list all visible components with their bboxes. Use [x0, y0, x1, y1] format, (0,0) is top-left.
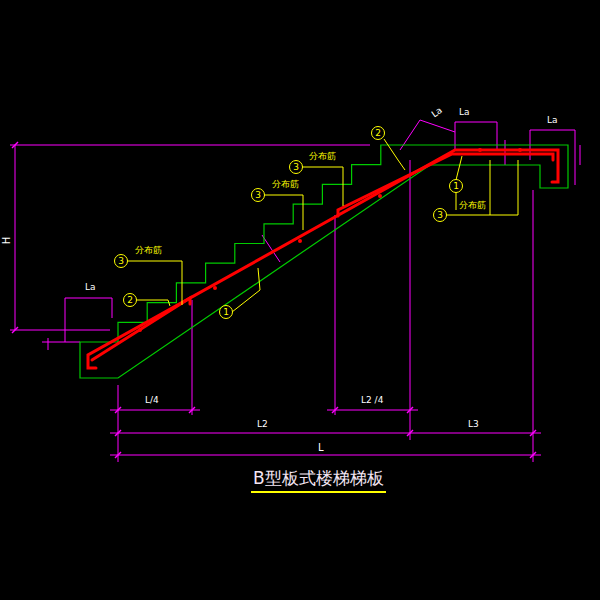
- callout-circle: 2: [371, 126, 385, 140]
- title-text: B型板式楼梯梯板: [253, 468, 384, 488]
- callout-circle: 3: [114, 254, 128, 268]
- callout-number: 3: [293, 163, 299, 172]
- rebar-note: 分布筋: [308, 152, 337, 162]
- dimension-label: La: [429, 105, 445, 120]
- callout-number: 3: [118, 257, 124, 266]
- callout-number: 1: [453, 182, 459, 191]
- dimension-label: L: [317, 442, 325, 453]
- dimension-label: La: [458, 108, 471, 118]
- callout-circle: 3: [289, 160, 303, 174]
- callout-number: 1: [223, 308, 229, 317]
- dimension-label: La: [84, 283, 97, 293]
- drawing-title: B型板式楼梯梯板: [251, 467, 386, 493]
- dimension-label: La: [546, 116, 559, 126]
- dimension-label: L2: [256, 420, 269, 430]
- callout-circle: 2: [123, 293, 137, 307]
- dimension-label: L/4: [144, 396, 160, 406]
- callout-number: 2: [375, 129, 381, 138]
- callout-number: 3: [255, 191, 261, 200]
- callout-circle: 1: [219, 305, 233, 319]
- callout-circle: 3: [251, 188, 265, 202]
- rebar-note: 分布筋: [271, 180, 300, 190]
- rebar-note: 分布筋: [458, 201, 487, 211]
- dimension-label: H: [1, 236, 12, 246]
- dimension-label: L3: [467, 420, 480, 430]
- rebar-note: 分布筋: [134, 246, 163, 256]
- callout-circle: 1: [449, 179, 463, 193]
- callout-number: 3: [437, 211, 443, 220]
- callout-number: 2: [127, 296, 133, 305]
- callout-circle: 3: [433, 208, 447, 222]
- dimension-label: L2 /4: [360, 396, 384, 406]
